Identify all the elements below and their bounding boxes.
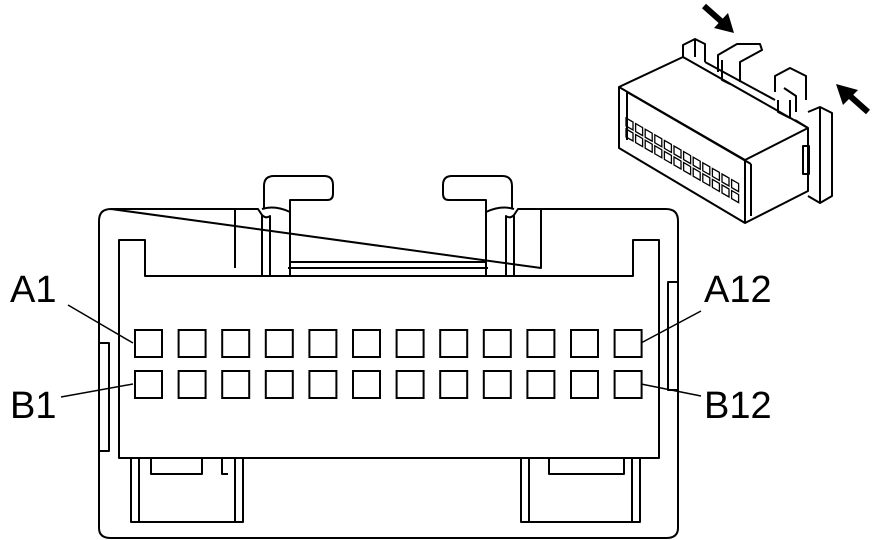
- pin-B11: [570, 370, 599, 399]
- pin-B9: [482, 370, 512, 399]
- iso-pin-A4: [654, 133, 663, 148]
- iso-side-rib: [802, 145, 810, 175]
- iso-pin-B12: [730, 189, 740, 204]
- leader-b1: [60, 383, 134, 398]
- iso-pin-B2: [634, 133, 644, 148]
- pin-A2: [177, 329, 207, 358]
- connector-face: A1 B1 A12 B12: [10, 175, 772, 539]
- connector-isometric-view: [618, 38, 833, 224]
- pin-A7: [395, 329, 425, 358]
- iso-pin-A5: [663, 139, 673, 154]
- pin-A8: [439, 329, 469, 358]
- iso-pin-A9: [702, 161, 711, 176]
- pin-B4: [264, 370, 294, 399]
- pin-A4: [264, 329, 294, 358]
- pin-A3: [221, 329, 251, 358]
- pin-B10: [526, 370, 556, 399]
- iso-pin-B3: [644, 139, 653, 154]
- iso-pin-A8: [692, 156, 701, 171]
- pin-A5: [308, 329, 338, 358]
- pin-A10: [526, 329, 556, 358]
- iso-pin-grid: [625, 116, 740, 204]
- right-latch: [442, 175, 541, 276]
- inner-recess: [118, 239, 660, 459]
- iso-pin-B6: [673, 155, 682, 171]
- iso-pin-A7: [682, 150, 692, 165]
- leader-a1: [67, 304, 134, 344]
- pin-B6: [352, 370, 381, 399]
- pin-A9: [482, 329, 512, 358]
- leader-b12: [640, 383, 702, 397]
- pin-A12: [613, 329, 643, 358]
- pin-A1: [134, 329, 163, 358]
- pin-B8: [439, 370, 469, 399]
- iso-front-face: [618, 86, 746, 224]
- iso-pin-B11: [721, 183, 730, 199]
- left-latch: [235, 175, 334, 276]
- pin-A11: [570, 329, 599, 358]
- iso-pin-A12: [730, 178, 740, 193]
- pin-A6: [352, 329, 381, 358]
- iso-pin-A3: [644, 128, 653, 143]
- label-a12: A12: [704, 269, 772, 311]
- iso-pin-B7: [682, 161, 692, 176]
- arrow-icon: [702, 3, 734, 33]
- iso-pin-B9: [702, 172, 711, 187]
- iso-pin-A10: [711, 167, 721, 182]
- pin-B5: [308, 370, 338, 399]
- iso-pin-B5: [663, 150, 673, 165]
- iso-pin-A2: [634, 122, 644, 137]
- iso-pin-B1: [625, 127, 634, 143]
- leader-a12: [640, 310, 702, 344]
- pin-B1: [134, 370, 163, 399]
- right-side-rib: [667, 281, 679, 391]
- arrow-icon: [836, 84, 870, 115]
- iso-pin-A1: [625, 116, 634, 132]
- pin-grid: [134, 329, 643, 399]
- pin-B2: [177, 370, 207, 399]
- bottom-left-key: [130, 458, 244, 523]
- pin-B3: [221, 370, 251, 399]
- left-side-rib: [98, 342, 110, 452]
- label-b1: B1: [10, 385, 56, 427]
- label-b12: B12: [704, 385, 772, 427]
- iso-pin-B4: [654, 144, 663, 159]
- housing-outline: [98, 208, 679, 539]
- pin-B7: [395, 370, 425, 399]
- bottom-right-key: [520, 458, 641, 523]
- iso-pin-B10: [711, 178, 721, 193]
- iso-pin-A6: [673, 144, 682, 160]
- pin-B12: [613, 370, 643, 399]
- iso-pin-A11: [721, 172, 730, 188]
- iso-pin-B8: [692, 167, 701, 182]
- label-a1: A1: [10, 269, 56, 311]
